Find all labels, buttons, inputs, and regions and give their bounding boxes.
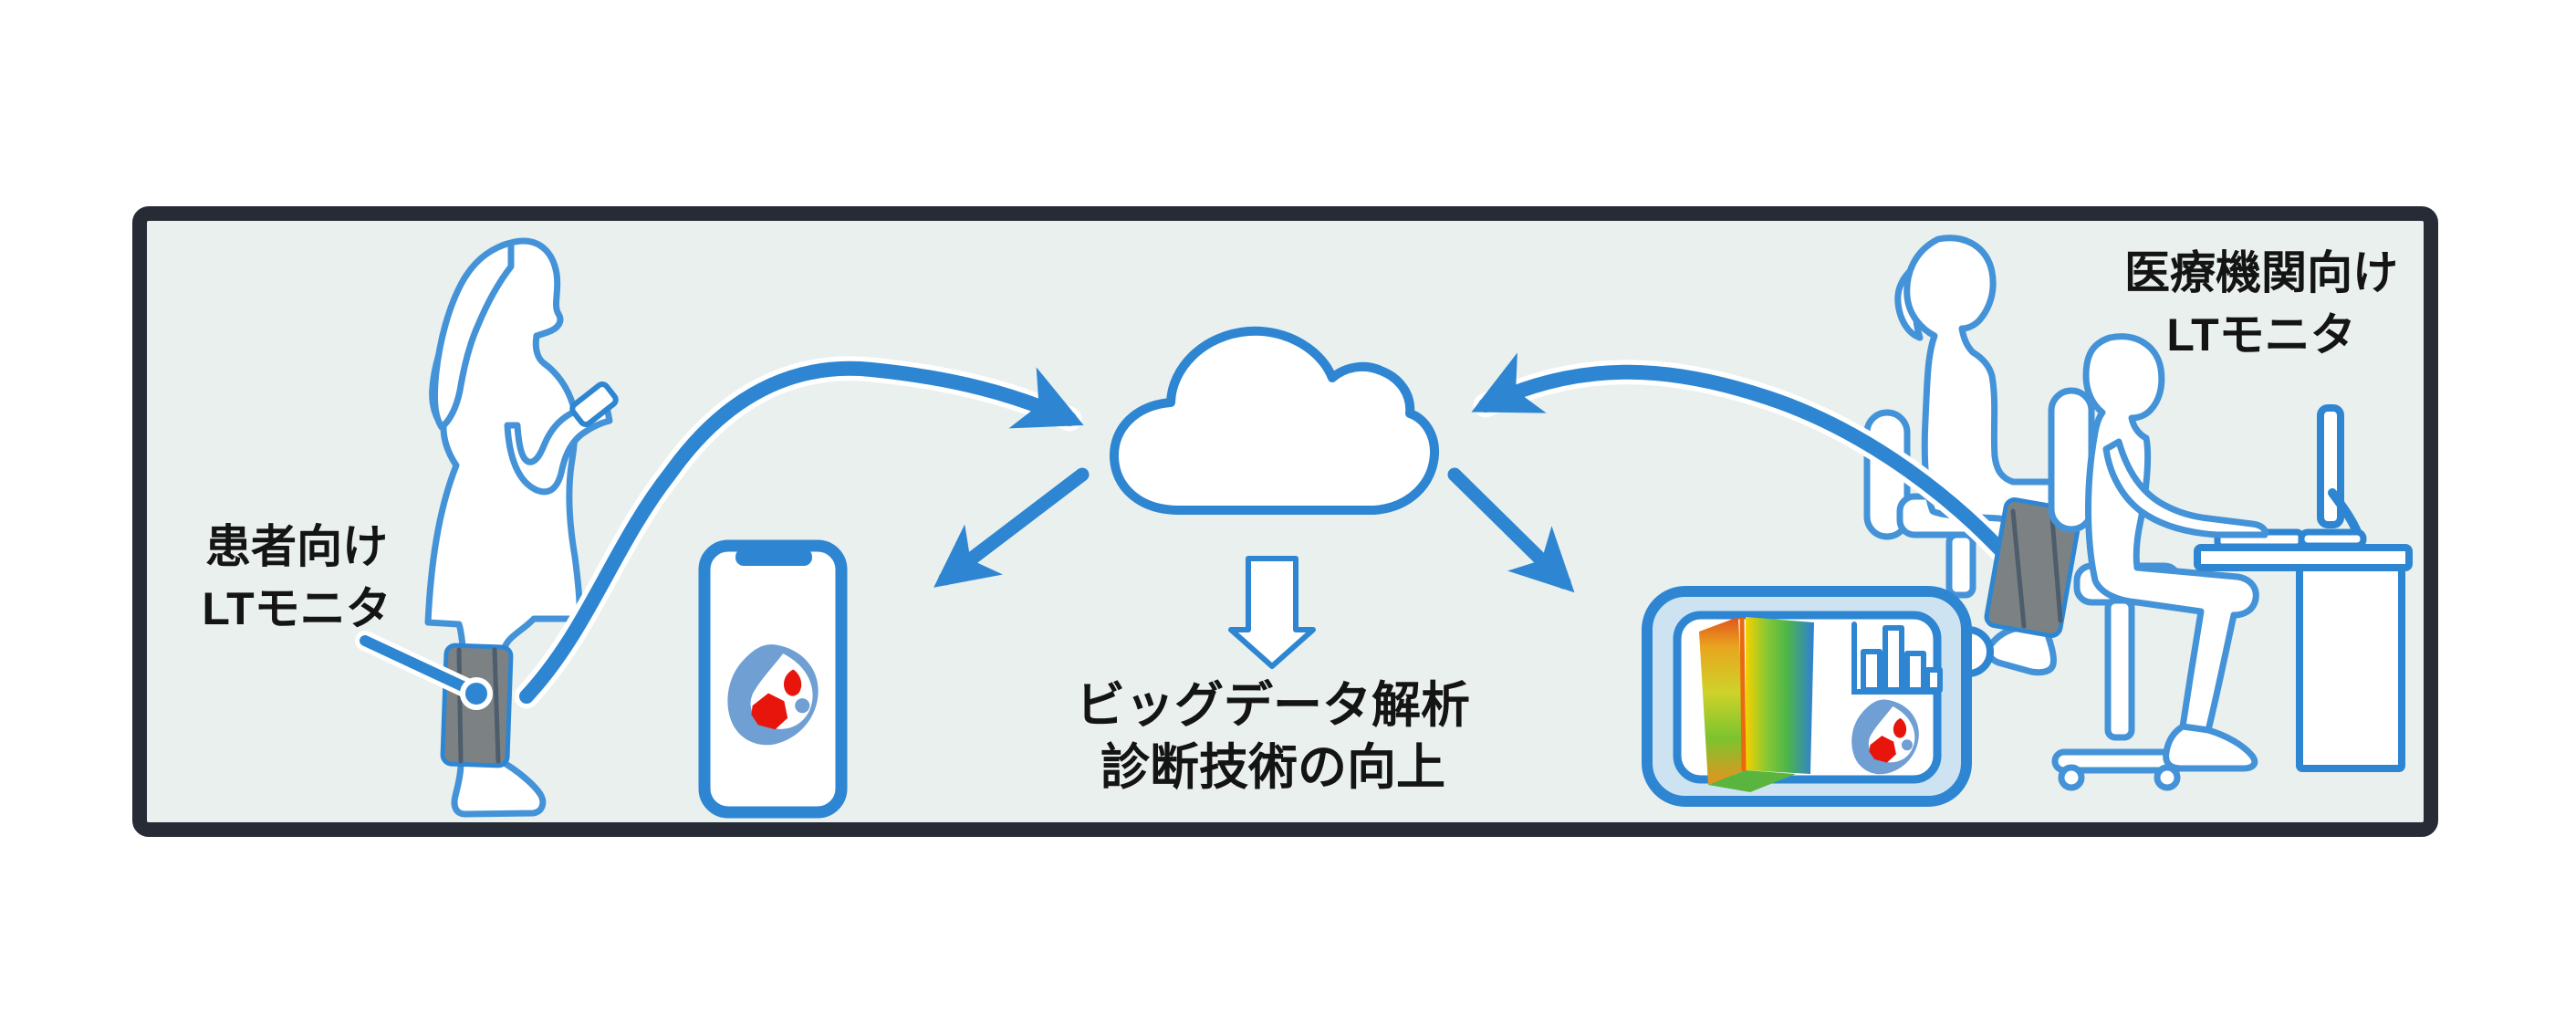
desk (2194, 404, 2413, 772)
patient-label-leader (355, 631, 493, 710)
clinician-man-figure (2082, 333, 2259, 772)
big-data-caption-line2: 診断技術の向上 (1100, 739, 1445, 795)
upload-curve-clinic (1471, 352, 2051, 606)
clinician-man-arm (2102, 438, 2268, 538)
medical-monitor-label-line2: LTモニタ (2166, 308, 2356, 360)
down-arrow-icon (1228, 556, 1316, 669)
clinic-leg-cuff (1984, 497, 2082, 638)
handheld-phone-icon (569, 381, 619, 427)
monitor-base (2298, 528, 2367, 549)
phone-notch (735, 549, 812, 566)
download-arrow-monitor (1447, 467, 1575, 593)
medical-monitor-label: 医療機関向け LTモニタ (2079, 243, 2444, 366)
medical-monitor-label-line1: 医療機関向け (2124, 247, 2398, 298)
colormap-surface-icon (1699, 617, 1814, 792)
download-arrow-phone (933, 467, 1090, 588)
cloud-icon (1109, 326, 1440, 515)
tablet-monitor-icon (1642, 586, 1994, 807)
big-data-caption: ビッグデータ解析 診断技術の向上 (954, 675, 1592, 799)
upload-curve-patient (514, 356, 1084, 709)
desk-pedestal (2296, 564, 2405, 772)
smartphone-icon (698, 539, 848, 819)
patient-monitor-label: 患者向け LTモニタ (183, 517, 411, 640)
bar-chart-icon (1851, 622, 1943, 695)
patient-monitor-label-line2: LTモニタ (202, 582, 391, 634)
patient-monitor-label-line1: 患者向け (205, 521, 388, 572)
big-data-caption-line1: ビッグデータ解析 (1076, 678, 1470, 733)
